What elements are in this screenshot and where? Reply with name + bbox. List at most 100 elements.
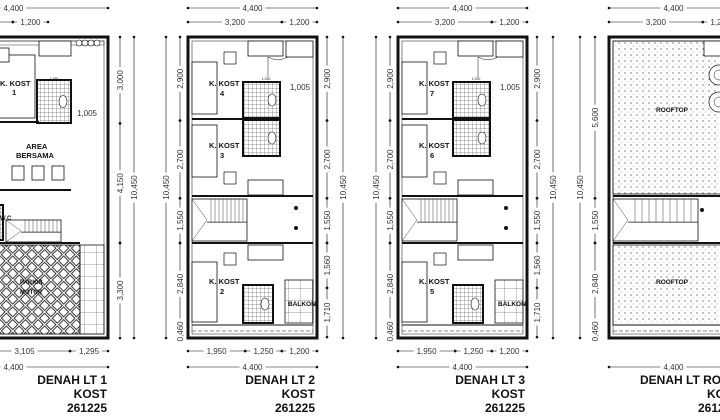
dimension-label-bg: [660, 3, 687, 13]
dimension-label: 10,450: [372, 175, 381, 200]
dimension-label: 1,200: [499, 347, 520, 356]
chair: [433, 51, 447, 65]
dimension-label: 10,450: [162, 175, 171, 200]
plan-title: DENAH LT ROOFTOP: [640, 373, 720, 387]
dimension-label: 10,450: [576, 175, 585, 200]
dimension-label: 1,550: [386, 210, 395, 231]
dimension-label: 10,450: [130, 175, 139, 200]
room-label: BALKON: [498, 301, 526, 308]
dimension-label-bg: [221, 17, 248, 27]
dimension-tick: [396, 349, 400, 353]
dimension-tick: [164, 35, 168, 39]
dimension-label-bg: [0, 3, 27, 13]
dimension-label: 1,250: [50, 77, 59, 81]
dimension-label-bg: [496, 346, 523, 356]
bed: [401, 124, 428, 178]
dimension-label: 4,400: [452, 4, 473, 13]
level-marker-icon: [294, 206, 298, 210]
staircase: [5, 219, 62, 243]
dimension-label-bg: [175, 65, 185, 92]
rooftop-floor: [612, 40, 720, 195]
bed: [0, 54, 36, 119]
water-tank-icon: [713, 69, 720, 81]
dimension-label-bg: [338, 172, 348, 203]
dimension-label: 1,550: [591, 210, 600, 231]
door-swing: [477, 56, 499, 77]
stair-landing: [191, 198, 208, 221]
wardrobe: [457, 244, 494, 261]
dimension-label-bg: [590, 104, 600, 131]
level-marker-icon: [504, 226, 508, 230]
dimension-label: 1,560: [323, 255, 332, 276]
room-label: K. KOST: [419, 141, 450, 150]
chair: [223, 51, 237, 65]
dimension-tick: [490, 349, 494, 353]
dimension-tick: [578, 336, 582, 340]
bed: [191, 124, 218, 178]
chair: [223, 171, 237, 185]
toilet-icon: [470, 297, 480, 311]
room-number: 6: [430, 151, 434, 160]
plan-lt2: K. KOST 4 K. KOST 3 K. KOST 2 BALKON DEN…: [209, 79, 316, 415]
wardrobe: [457, 179, 494, 196]
stair-landing: [612, 219, 629, 242]
dimension-label: 1,005: [500, 83, 521, 92]
dimension-label-bg: [115, 277, 125, 304]
dimension-label: 2,840: [386, 273, 395, 294]
dimension-label-bg: [239, 362, 266, 372]
wardrobe: [247, 179, 284, 196]
dimension-label-bg: [707, 17, 720, 27]
dimension-label: 0,460: [591, 321, 600, 342]
chair: [11, 165, 25, 181]
dimension-tick: [11, 20, 15, 24]
dimension-tick: [178, 241, 182, 245]
dimension-tick: [118, 241, 122, 245]
staircase: [612, 198, 699, 242]
dimension-label: 4,400: [3, 4, 24, 13]
dimension-tick: [106, 6, 110, 10]
room-number: 7: [430, 89, 434, 98]
dimension-tick: [325, 335, 329, 339]
dimension-tick: [132, 35, 136, 39]
plan-lt3: K. KOST 7 K. KOST 6 K. KOST 5 BALKON DEN…: [419, 79, 526, 415]
dimension-tick: [178, 119, 182, 122]
dimension-label-bg: [17, 17, 44, 27]
dimension-label: 2,840: [176, 273, 185, 294]
plan-title: DENAH LT 1: [37, 373, 107, 387]
plant-icon: [81, 39, 89, 47]
dimension-label-bg: [431, 17, 458, 27]
dimension-tick: [118, 336, 122, 340]
dimension-label: 3,200: [646, 18, 667, 27]
dimension-tick: [490, 20, 494, 24]
dimension-label: 2,840: [591, 273, 600, 294]
chair: [51, 165, 65, 181]
dimension-tick: [593, 197, 597, 200]
dimension-tick: [341, 35, 345, 39]
dimension-label: 1,200: [289, 18, 310, 27]
toilet-icon: [267, 93, 277, 107]
dimension-label-bg: [175, 207, 185, 234]
dimension-label: 1,710: [533, 302, 542, 323]
level-marker-icon: [700, 208, 704, 212]
bed: [191, 61, 218, 115]
dimension-label-bg: [175, 318, 185, 345]
dimension-label: 2,700: [533, 149, 542, 170]
room-label: K. KOST: [419, 277, 450, 286]
dimension-label: 3,105: [15, 347, 36, 356]
bathroom: [0, 204, 4, 241]
dimension-tick: [396, 20, 400, 24]
plan-subtitle: KOST: [282, 387, 316, 401]
dimension-tick: [388, 241, 392, 245]
dimension-tick: [525, 20, 529, 24]
dimension-tick: [396, 365, 400, 369]
room-label: K. KOST: [209, 79, 240, 88]
chair: [0, 47, 10, 63]
dimension-label-bg: [548, 172, 558, 203]
dimension-label-bg: [286, 17, 313, 27]
dimension-label-bg: [575, 172, 585, 203]
dimension-tick: [535, 335, 539, 339]
dimension-label: 4,400: [663, 363, 684, 372]
dimension-tick: [118, 35, 122, 39]
chair: [433, 252, 447, 266]
dimension-tick: [186, 20, 190, 24]
